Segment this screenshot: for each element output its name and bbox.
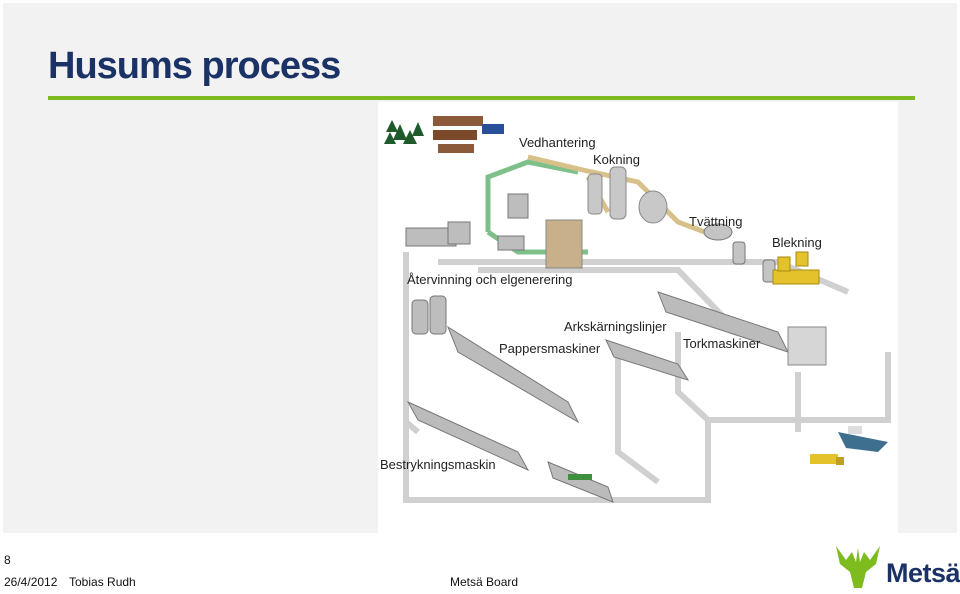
- logo-wordmark: Metsä: [886, 558, 960, 588]
- bleaching-icon: [772, 251, 820, 285]
- label-kokning: Kokning: [593, 152, 640, 167]
- ship-icon: [838, 426, 888, 452]
- recovery-boiler-icon: [405, 193, 529, 251]
- coating-machine-icon: [406, 400, 614, 503]
- process-illustration: [384, 116, 891, 503]
- forest-icon: [384, 120, 424, 144]
- log-transport-icon: [433, 116, 504, 153]
- metsa-logo-icon: [836, 546, 880, 588]
- label-atervinning: Återvinning och elgenerering: [407, 272, 573, 287]
- page-number: 8: [4, 553, 11, 567]
- label-torkmaskiner: Torkmaskiner: [683, 336, 761, 351]
- footer-company: Metsä Board: [450, 575, 519, 589]
- paper-machine-icon: [446, 291, 789, 424]
- warehouse-icon: [787, 326, 827, 366]
- page-title: Husums process: [48, 45, 341, 87]
- footer-author: Tobias Rudh: [69, 575, 136, 589]
- label-blekning: Blekning: [772, 235, 822, 250]
- footer-date: 26/4/2012: [4, 575, 58, 589]
- label-pappersmaskiner: Pappersmaskiner: [499, 341, 601, 356]
- title-underline: [48, 96, 915, 100]
- process-diagram: Vedhantering Kokning Tvättning Blekning …: [378, 102, 898, 534]
- label-arkskarningslinjer: Arkskärningslinjer: [564, 319, 667, 334]
- digester-icon: [545, 166, 668, 269]
- label-tvattning: Tvättning: [689, 214, 743, 229]
- label-bestrykningsmaskin: Bestrykningsmaskin: [380, 457, 496, 472]
- washing-icon: [703, 223, 776, 283]
- label-vedhantering: Vedhantering: [519, 135, 596, 150]
- coating-green-icon: [568, 474, 592, 480]
- truck-icon: [810, 454, 844, 465]
- storage-silos-icon: [411, 295, 447, 335]
